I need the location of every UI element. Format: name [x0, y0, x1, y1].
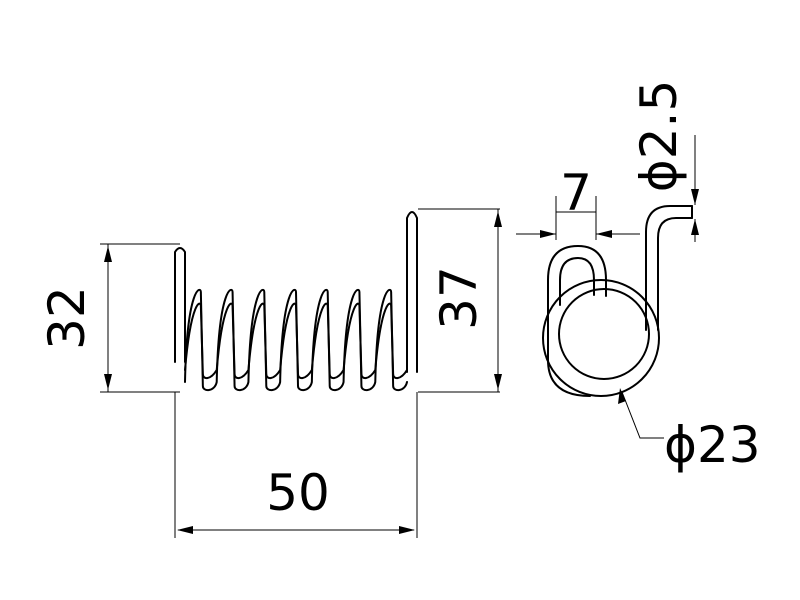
dim-wire-diameter-label: ϕ2.5 [630, 80, 688, 193]
dim-leg-gap-label: 7 [560, 164, 592, 222]
spring-coil-outer [184, 288, 408, 392]
dim-coil-diameter-label: ϕ23 [664, 416, 761, 474]
arrowhead [540, 230, 556, 238]
right-leg [406, 211, 418, 373]
spring-coil-inner [184, 302, 408, 380]
dim-body-length-lines [174, 392, 418, 538]
coil-inner-path [184, 302, 408, 380]
arrowhead [596, 230, 612, 238]
end-view-leg [645, 205, 693, 331]
coil-outer-path [184, 288, 408, 392]
arrowhead [691, 219, 699, 235]
arrowhead [494, 374, 502, 390]
arrowhead [691, 189, 699, 205]
end-view-coil-inner [558, 288, 650, 380]
left-leg [174, 247, 186, 363]
arrowhead [104, 246, 112, 262]
arrowhead [494, 211, 502, 227]
dim-coil-height-label: 32 [38, 286, 96, 350]
end-view-coil-outer [542, 279, 660, 397]
spring-end-view [542, 205, 693, 397]
dim-body-length-label: 50 [266, 464, 330, 522]
dim-leg-height-lines [418, 208, 500, 393]
dim-coil-height-lines [100, 243, 180, 393]
arrowhead [399, 526, 415, 534]
dim-leg-height-label: 37 [430, 266, 488, 330]
dim-leg-gap-lines [516, 196, 640, 240]
arrowhead [618, 388, 626, 404]
dim-coil-diameter-leader [621, 391, 664, 439]
arrowhead [177, 526, 193, 534]
arrowhead [104, 374, 112, 390]
end-view-loop [547, 245, 607, 281]
